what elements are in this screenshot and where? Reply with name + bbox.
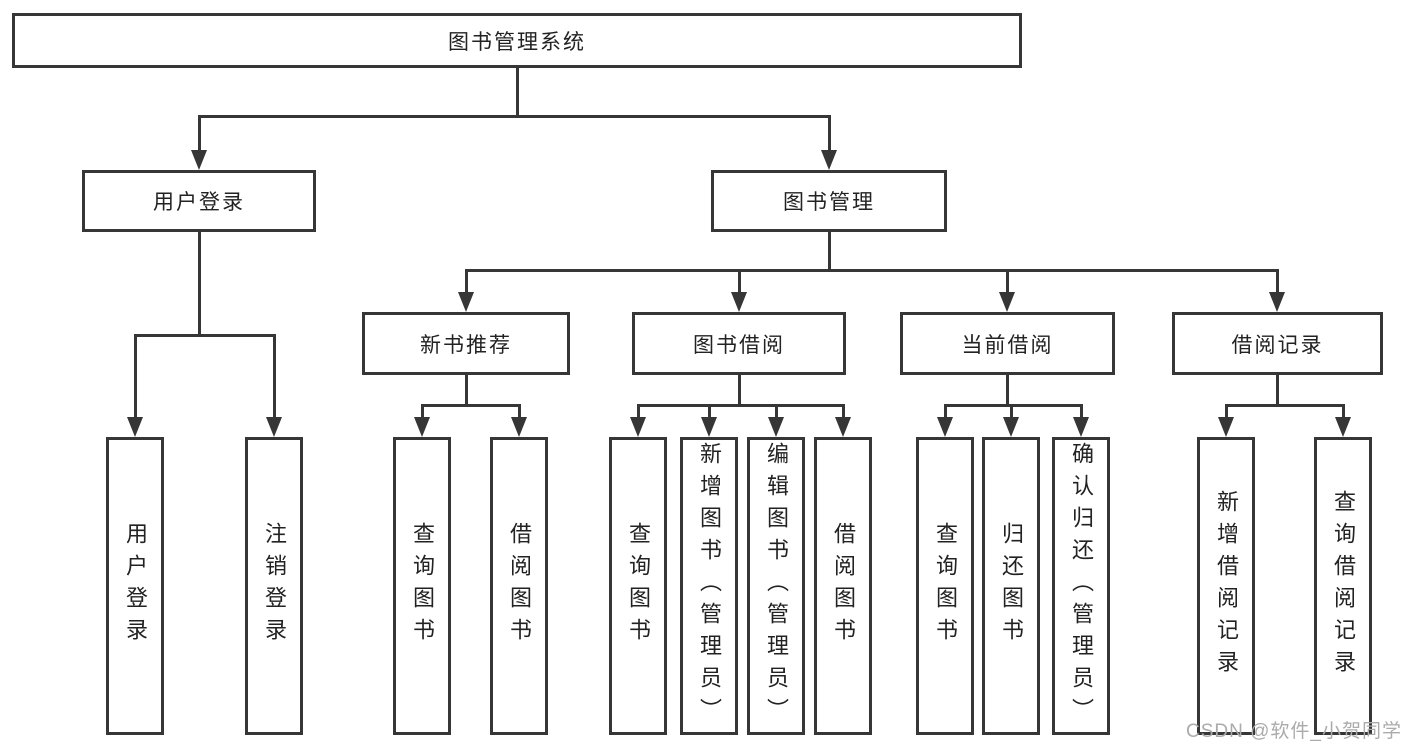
arrow-down-icon [1218, 417, 1234, 437]
connector-line [1010, 404, 1013, 419]
connector-line [944, 404, 947, 419]
arrow-down-icon [1269, 292, 1285, 312]
arrow-down-icon [266, 417, 282, 437]
connector-line [1080, 404, 1083, 419]
connector-line [1006, 375, 1009, 407]
arrow-down-icon [999, 292, 1015, 312]
node-leaf-confirm-return-admin: 确认归还（管理员） [1052, 437, 1110, 735]
node-leaf-user-login: 用户登录 [106, 437, 164, 735]
node-leaf-query-books-2: 查询图书 [609, 437, 667, 735]
connector-line [775, 404, 778, 419]
arrow-down-icon [127, 417, 143, 437]
arrow-down-icon [731, 292, 747, 312]
node-book-management: 图书管理 [711, 170, 947, 232]
connector-line [516, 68, 519, 118]
connector-line [1225, 404, 1345, 407]
connector-line [637, 404, 640, 419]
connector-line [1276, 269, 1279, 294]
node-leaf-return-books: 归还图书 [982, 437, 1040, 735]
connector-line [518, 404, 521, 419]
connector-line [944, 404, 1083, 407]
connector-line [1276, 375, 1279, 407]
connector-line [738, 269, 741, 294]
connector-line [1225, 404, 1228, 419]
node-book-borrow: 图书借阅 [632, 312, 846, 375]
arrow-down-icon [1003, 417, 1019, 437]
connector-line [738, 375, 741, 407]
node-leaf-query-borrow-record: 查询借阅记录 [1314, 437, 1372, 735]
connector-line [708, 404, 711, 419]
connector-line [198, 232, 201, 337]
connector-line [828, 232, 831, 272]
connector-line [637, 404, 845, 407]
arrow-down-icon [458, 292, 474, 312]
node-current-borrow: 当前借阅 [900, 312, 1115, 375]
node-leaf-borrow-books-1: 借阅图书 [490, 437, 548, 735]
node-leaf-borrow-books-2: 借阅图书 [814, 437, 872, 735]
connector-line [198, 115, 201, 152]
connector-line [465, 269, 1279, 272]
connector-line [1342, 404, 1345, 419]
connector-line [465, 375, 468, 407]
node-borrow-records: 借阅记录 [1172, 312, 1383, 375]
arrow-down-icon [630, 417, 646, 437]
arrow-down-icon [414, 417, 430, 437]
arrow-down-icon [511, 417, 527, 437]
node-new-book-recommend: 新书推荐 [362, 312, 570, 375]
connector-line [134, 334, 276, 337]
node-leaf-add-books-admin: 新增图书（管理员） [680, 437, 738, 735]
node-leaf-edit-books-admin: 编辑图书（管理员） [747, 437, 805, 735]
connector-line [421, 404, 424, 419]
node-root: 图书管理系统 [12, 13, 1022, 68]
arrow-down-icon [768, 417, 784, 437]
node-leaf-query-books-3: 查询图书 [916, 437, 974, 735]
node-leaf-logout: 注销登录 [245, 437, 303, 735]
arrow-down-icon [191, 150, 207, 170]
connector-line [198, 115, 831, 118]
arrow-down-icon [821, 150, 837, 170]
node-leaf-add-borrow-record: 新增借阅记录 [1197, 437, 1255, 735]
arrow-down-icon [1335, 417, 1351, 437]
arrow-down-icon [1073, 417, 1089, 437]
connector-line [465, 269, 468, 294]
arrow-down-icon [937, 417, 953, 437]
csdn-watermark: CSDN @软件_小贺同学 [1186, 721, 1402, 742]
node-leaf-query-books-1: 查询图书 [393, 437, 451, 735]
connector-line [842, 404, 845, 419]
connector-line [421, 404, 521, 407]
arrow-down-icon [701, 417, 717, 437]
connector-line [828, 115, 831, 152]
connector-line [134, 334, 137, 419]
node-user-login: 用户登录 [82, 170, 316, 232]
connector-line [273, 334, 276, 419]
connector-line [1006, 269, 1009, 294]
arrow-down-icon [835, 417, 851, 437]
